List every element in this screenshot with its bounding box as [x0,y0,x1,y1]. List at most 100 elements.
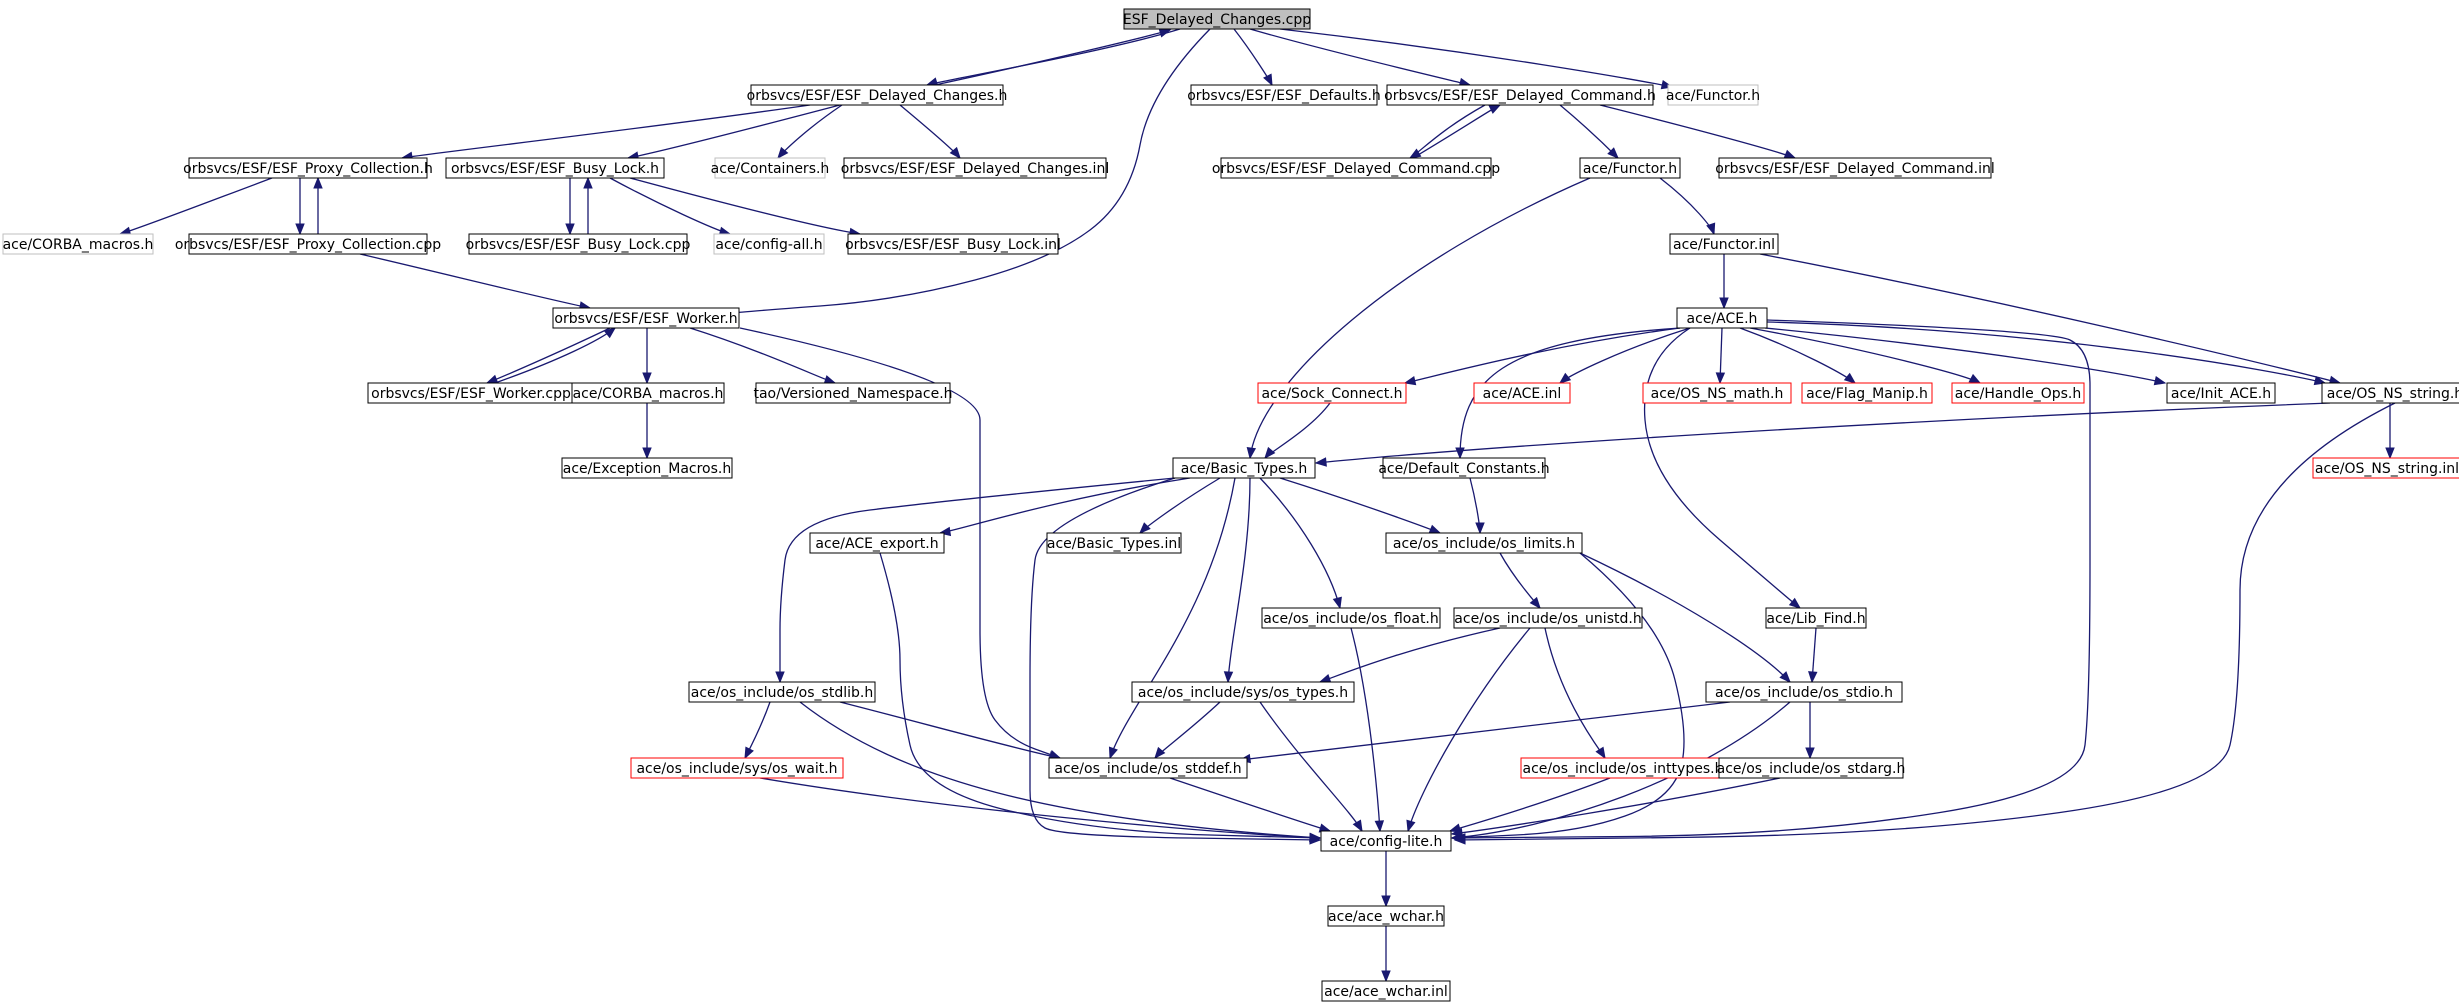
node-n4: ace/Functor.h [1666,84,1760,106]
node-n44[interactable]: ace/os_include/os_stddef.h [1048,757,1248,779]
node-box [1801,382,1933,404]
edge-n19-to-n23 [1403,327,1681,386]
edge-n29-to-n31 [1314,402,2331,467]
node-n49[interactable]: ace/ace_wchar.inl [1321,980,1451,1002]
node-label: ace/OS_NS_string.h [2327,386,2459,402]
node-n43[interactable]: ace/os_include/sys/os_wait.h [630,757,844,779]
node-label: orbsvcs/ESF/ESF_Busy_Lock.inl [845,237,1061,253]
node-n8[interactable]: orbsvcs/ESF/ESF_Delayed_Changes.inl [841,157,1109,179]
node-n0[interactable]: ESF_Delayed_Changes.cpp [1123,8,1311,30]
node-n37[interactable]: ace/os_include/os_float.h [1261,607,1441,629]
node-n34[interactable]: ace/ACE_export.h [809,532,945,554]
node-n46[interactable]: ace/os_include/os_stdarg.h [1717,757,1906,779]
node-label: ace/CORBA_macros.h [573,386,724,402]
node-label: ace/ACE.inl [1483,386,1562,402]
node-n32[interactable]: ace/Default_Constants.h [1378,457,1550,479]
node-n25[interactable]: ace/OS_NS_math.h [1642,382,1792,404]
node-n9[interactable]: orbsvcs/ESF/ESF_Delayed_Command.cpp [1212,157,1500,179]
edge-n40-to-n44 [839,701,1062,761]
node-n7: ace/Containers.h [711,157,829,179]
node-box [2312,457,2459,479]
edge-n6-to-n14 [565,178,575,236]
node-n38[interactable]: ace/os_include/os_unistd.h [1453,607,1643,629]
node-n3[interactable]: orbsvcs/ESF/ESF_Delayed_Command.h [1384,84,1656,106]
node-box [1705,681,1903,703]
edge-n44-to-n47 [1169,777,1332,833]
edge-n6-to-n16 [629,177,862,238]
node-n39[interactable]: ace/Lib_Find.h [1765,607,1867,629]
node-n19[interactable]: ace/ACE.h [1676,307,1768,329]
node-box [1261,607,1441,629]
node-n18[interactable]: orbsvcs/ESF/ESF_Worker.h [552,307,740,329]
node-label: ace/os_include/sys/os_wait.h [636,761,837,777]
node-label: ace/ACE_export.h [815,536,938,552]
node-label: ace/Functor.h [1583,161,1677,177]
node-box [755,382,951,404]
node-box [445,157,665,179]
node-n14[interactable]: orbsvcs/ESF/ESF_Busy_Lock.cpp [466,233,691,255]
node-n21[interactable]: ace/CORBA_macros.h [571,382,725,404]
node-n29[interactable]: ace/OS_NS_string.h [2321,382,2459,404]
edge-n0-to-n2 [1233,28,1273,87]
node-box [809,532,945,554]
edge-n23-to-n31 [1264,402,1331,460]
edge-n42-to-n44 [1238,701,1731,764]
node-n41[interactable]: ace/os_include/sys/os_types.h [1131,681,1355,703]
edge-n17-to-n19 [1719,254,1729,310]
node-n40[interactable]: ace/os_include/os_stdlib.h [688,681,876,703]
node-n45[interactable]: ace/os_include/os_inttypes.h [1520,757,1726,779]
node-box [1669,233,1779,255]
edge-n19-to-n39 [1643,327,1802,609]
node-n1[interactable]: orbsvcs/ESF/ESF_Delayed_Changes.h [747,84,1008,106]
node-n24[interactable]: ace/ACE.inl [1473,382,1571,404]
node-n35[interactable]: ace/Basic_Types.inl [1046,532,1182,554]
node-box [1473,382,1571,404]
node-n27[interactable]: ace/Handle_Ops.h [1951,382,2085,404]
node-n5[interactable]: orbsvcs/ESF/ESF_Proxy_Collection.h [183,157,433,179]
node-box [1220,157,1492,179]
node-box [713,233,825,255]
node-n47[interactable]: ace/config-lite.h [1320,830,1452,852]
node-label: orbsvcs/ESF/ESF_Busy_Lock.cpp [466,237,691,253]
edge-n38-to-n41 [1318,627,1501,684]
node-n17[interactable]: ace/Functor.inl [1669,233,1779,255]
node-n16[interactable]: orbsvcs/ESF/ESF_Busy_Lock.inl [845,233,1061,255]
node-n6[interactable]: orbsvcs/ESF/ESF_Busy_Lock.h [445,157,665,179]
node-n26[interactable]: ace/Flag_Manip.h [1801,382,1933,404]
node-label: ace/Sock_Connect.h [1261,386,1402,402]
node-n36[interactable]: ace/os_include/os_limits.h [1385,532,1583,554]
edge-n45-to-n47 [1448,777,1611,833]
node-label: ace/os_include/os_float.h [1263,611,1439,627]
node-box [1131,681,1355,703]
node-label: ace/Functor.inl [1673,237,1775,253]
node-label: orbsvcs/ESF/ESF_Delayed_Command.h [1384,88,1656,104]
edge-n41-to-n47 [1259,701,1363,833]
node-label: ace/OS_NS_math.h [1651,386,1784,402]
node-label: ace/config-lite.h [1330,834,1443,850]
node-n20[interactable]: orbsvcs/ESF/ESF_Worker.cpp [367,382,575,404]
node-n31[interactable]: ace/Basic_Types.h [1172,457,1316,479]
node-label: ace/Default_Constants.h [1378,461,1549,477]
node-n2[interactable]: orbsvcs/ESF/ESF_Defaults.h [1187,84,1381,106]
node-n42[interactable]: ace/os_include/os_stdio.h [1705,681,1903,703]
node-label: ace/Flag_Manip.h [1806,386,1928,402]
edge-n19-to-n27 [1749,327,1982,384]
node-box [1765,607,1867,629]
node-label: ace/os_include/os_stdarg.h [1717,761,1906,777]
node-n30[interactable]: ace/Exception_Macros.h [561,457,733,479]
node-n33[interactable]: ace/OS_NS_string.inl [2312,457,2459,479]
node-label: ace/Handle_Ops.h [1955,386,2082,402]
node-n48[interactable]: ace/ace_wchar.h [1327,905,1445,927]
node-box [2166,382,2276,404]
node-n13[interactable]: orbsvcs/ESF/ESF_Proxy_Collection.cpp [175,233,441,255]
node-n10[interactable]: ace/Functor.h [1579,157,1681,179]
edge-n10-to-n31 [1246,177,1591,460]
edge-n36-to-n42 [1579,552,1791,683]
node-label: ace/os_include/sys/os_types.h [1138,685,1348,701]
node-label: ace/os_include/os_stdio.h [1715,685,1893,701]
node-n22[interactable]: tao/Versioned_Namespace.h [753,382,953,404]
node-n11[interactable]: orbsvcs/ESF/ESF_Delayed_Command.inl [1715,157,1995,179]
node-n28[interactable]: ace/Init_ACE.h [2166,382,2276,404]
node-n23[interactable]: ace/Sock_Connect.h [1257,382,1407,404]
